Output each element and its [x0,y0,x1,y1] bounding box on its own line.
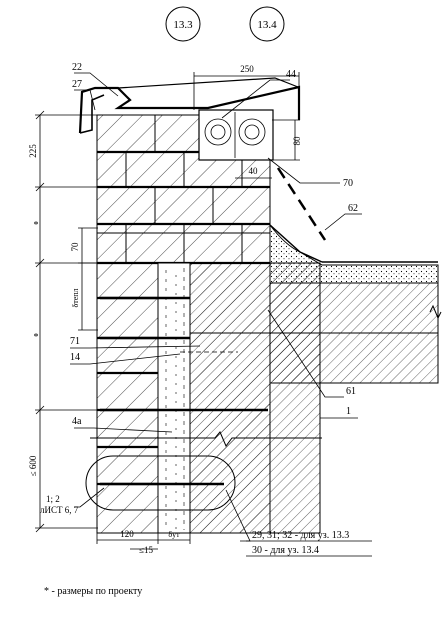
anchor-bars [100,296,268,486]
svg-text:13.3: 13.3 [173,19,193,31]
callout-4a: 4а [72,416,82,427]
callout-61: 61 [346,386,356,397]
dim-offset-40: 40 [249,166,259,176]
insulation-texture [165,268,185,530]
dim-top-height: 80 [292,136,302,146]
roof-screed [269,223,439,284]
floor-slab [190,282,439,384]
dim-star-1: * [34,220,39,231]
callout-14: 14 [70,352,80,363]
ref-line-2: лИСТ 6, 7 [40,505,79,515]
leader-lines [70,72,372,557]
bottom-note-1: 29, 31; 32 - для уз. 13.3 [252,530,349,541]
detail-oval [85,455,236,511]
callout-71: 71 [70,336,80,347]
dim-delta-layer: δтепл [71,288,80,307]
callout-27: 27 [72,79,82,90]
callout-44: 44 [286,69,296,80]
dim-bottom-120: 120 [120,529,134,539]
ref-line-1: 1; 2 [46,494,60,504]
drain-box [198,109,274,161]
callout-62: 62 [348,203,358,214]
drain-pipe [276,167,327,241]
svg-text:13.4: 13.4 [257,19,277,31]
bottom-note-2: 30 - для уз. 13.4 [252,545,319,556]
insulation-layer [157,262,191,534]
dim-top-width: 250 [240,64,254,74]
dim-bottom-le15: ≤15 [139,545,153,555]
dimension-lines [35,72,300,550]
dim-bottom-delta: δут [168,530,180,539]
dim-star-2: * [34,332,39,343]
node-ref-13-3: 13.3 [165,6,201,42]
dim-left-225: 225 [28,144,38,158]
dim-row-70: 70 [70,242,80,252]
callout-22: 22 [72,62,82,73]
callout-1: 1 [346,406,351,417]
callout-70: 70 [343,178,353,189]
footnote: * - размеры по проекту [44,586,143,597]
dim-le-600: ≤ 600 [28,455,38,476]
node-ref-13-4: 13.4 [249,6,285,42]
